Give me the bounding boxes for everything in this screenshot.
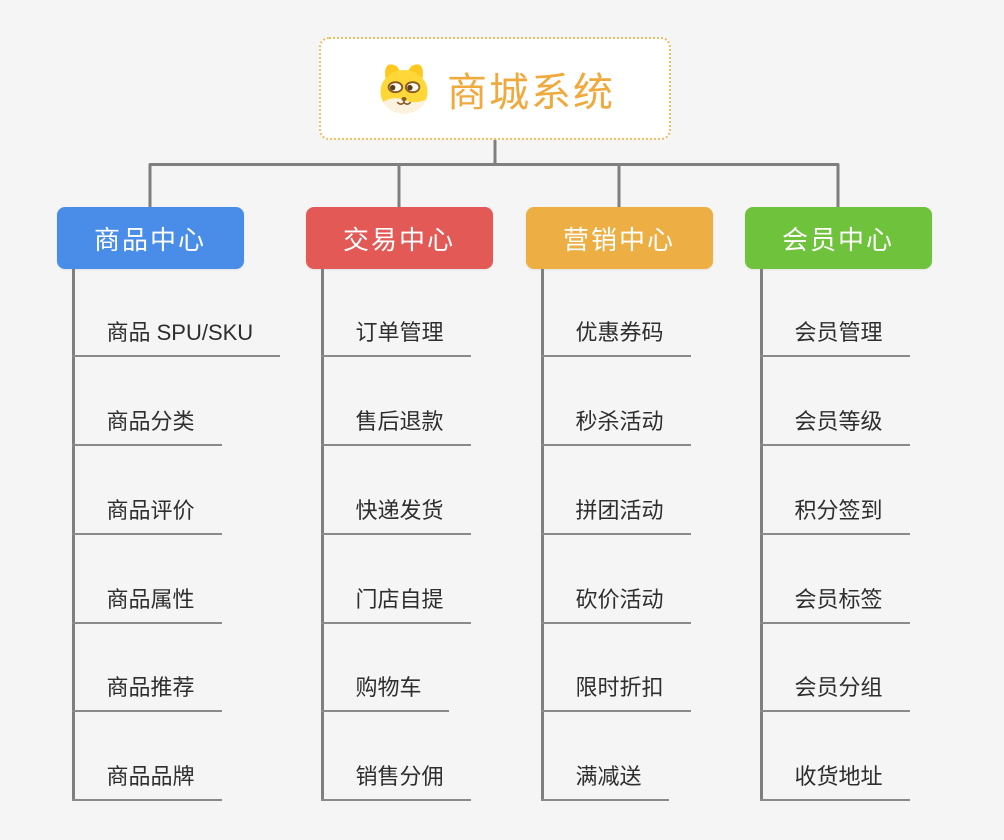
topic-item[interactable]: 销售分佣 xyxy=(320,757,471,801)
topic-label: 会员管理 xyxy=(794,320,883,345)
topic-label: 优惠券码 xyxy=(575,320,664,345)
topic-label: 会员标签 xyxy=(794,587,883,612)
branch-label: 商品中心 xyxy=(93,224,206,255)
topic-item[interactable]: 快递发货 xyxy=(320,491,471,535)
topic-item[interactable]: 商品分类 xyxy=(71,402,222,446)
topic-label: 限时折扣 xyxy=(575,675,664,700)
topic-label: 商品属性 xyxy=(106,587,195,612)
topic-item[interactable]: 门店自提 xyxy=(320,580,471,624)
branch-node-product-center[interactable]: 商品中心 xyxy=(56,207,244,269)
topic-item[interactable]: 秒杀活动 xyxy=(540,402,691,446)
topic-item[interactable]: 商品评价 xyxy=(71,491,222,535)
topic-item[interactable]: 限时折扣 xyxy=(540,668,691,712)
branch-spine xyxy=(320,269,324,801)
topic-item[interactable]: 收货地址 xyxy=(759,757,910,801)
topic-label: 会员分组 xyxy=(794,675,883,700)
branch-spine xyxy=(71,269,75,801)
topic-item[interactable]: 商品品牌 xyxy=(71,757,222,801)
root-node[interactable]: 商城系统 xyxy=(319,37,671,140)
topic-item[interactable]: 会员分组 xyxy=(759,668,910,712)
branch-node-trade-center[interactable]: 交易中心 xyxy=(305,207,493,269)
topic-item[interactable]: 砍价活动 xyxy=(540,580,691,624)
topic-label: 会员等级 xyxy=(794,409,883,434)
topic-label: 购物车 xyxy=(355,675,422,700)
topic-label: 门店自提 xyxy=(355,587,444,612)
topic-item[interactable]: 商品属性 xyxy=(71,580,222,624)
topic-item[interactable]: 商品推荐 xyxy=(71,668,222,712)
topic-label: 秒杀活动 xyxy=(575,409,664,434)
doge-icon xyxy=(380,63,428,113)
topic-item[interactable]: 会员等级 xyxy=(759,402,910,446)
branch-spine xyxy=(759,269,763,801)
topic-label: 商品评价 xyxy=(106,498,195,523)
topic-label: 满减送 xyxy=(575,764,642,789)
branch-label: 会员中心 xyxy=(781,224,894,255)
topic-item[interactable]: 购物车 xyxy=(320,668,449,712)
topic-label: 订单管理 xyxy=(355,320,444,345)
topic-label: 拼团活动 xyxy=(575,498,664,523)
topic-label: 售后退款 xyxy=(355,409,444,434)
topic-item[interactable]: 会员管理 xyxy=(759,313,910,357)
topic-item[interactable]: 商品 SPU/SKU xyxy=(71,313,281,357)
topic-label: 商品推荐 xyxy=(106,675,195,700)
topic-item[interactable]: 订单管理 xyxy=(320,313,471,357)
topic-item[interactable]: 积分签到 xyxy=(759,491,910,535)
topic-item[interactable]: 满减送 xyxy=(540,757,669,801)
branch-label: 交易中心 xyxy=(342,224,455,255)
topic-label: 商品 SPU/SKU xyxy=(106,320,254,345)
topic-item[interactable]: 拼团活动 xyxy=(540,491,691,535)
root-title: 商城系统 xyxy=(447,70,615,115)
topic-label: 商品分类 xyxy=(106,409,195,434)
branch-node-member-center[interactable]: 会员中心 xyxy=(744,207,932,269)
topic-label: 收货地址 xyxy=(794,764,883,789)
topic-label: 快递发货 xyxy=(355,498,444,523)
topic-item[interactable]: 优惠券码 xyxy=(540,313,691,357)
branch-label: 营销中心 xyxy=(562,224,675,255)
topic-label: 商品品牌 xyxy=(106,764,195,789)
bus-line xyxy=(148,163,840,207)
branch-spine xyxy=(540,269,544,801)
topic-label: 积分签到 xyxy=(794,498,883,523)
branch-node-marketing-center[interactable]: 营销中心 xyxy=(525,207,713,269)
topic-label: 砍价活动 xyxy=(575,587,664,612)
topic-item[interactable]: 会员标签 xyxy=(759,580,910,624)
topic-label: 销售分佣 xyxy=(355,764,444,789)
topic-item[interactable]: 售后退款 xyxy=(320,402,471,446)
